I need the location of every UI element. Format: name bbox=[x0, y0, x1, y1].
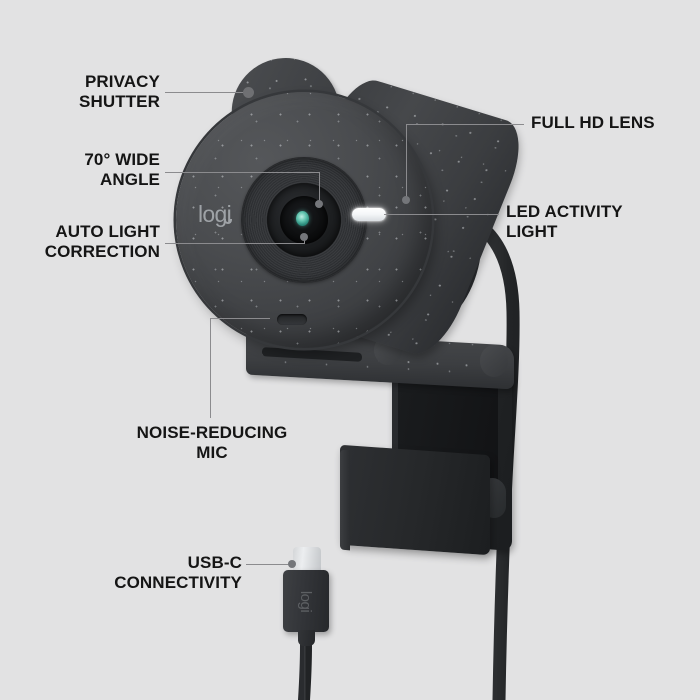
leader-dot-usb-c bbox=[288, 560, 296, 568]
leader-line-led-activity bbox=[384, 214, 499, 216]
usb-c-metal-tip bbox=[293, 547, 321, 573]
callout-usb-c-connectivity: USB-C CONNECTIVITY bbox=[114, 553, 242, 593]
mount-clip-foot bbox=[340, 444, 490, 556]
leader-line-usb-c bbox=[246, 564, 294, 566]
mount-clip-foot-edge bbox=[340, 449, 350, 551]
microphone-slot bbox=[277, 314, 307, 325]
mount-clip-hinge-right bbox=[480, 345, 508, 377]
callout-privacy-shutter: PRIVACY SHUTTER bbox=[79, 72, 160, 112]
leader-line-auto-light bbox=[165, 243, 305, 245]
leader-line-full-hd-lens-vertical bbox=[406, 124, 408, 199]
leader-dot-full-hd-lens bbox=[402, 196, 410, 204]
callout-auto-light-correction: AUTO LIGHT CORRECTION bbox=[44, 222, 160, 262]
leader-dot-privacy-shutter bbox=[243, 87, 254, 98]
led-activity-light bbox=[352, 208, 386, 221]
logi-smile-mark bbox=[223, 218, 232, 224]
leader-line-wide-angle-vertical bbox=[319, 172, 321, 204]
callout-led-activity-light: LED ACTIVITY LIGHT bbox=[506, 202, 623, 242]
leader-line-privacy-shutter bbox=[165, 92, 250, 94]
lens-glint bbox=[296, 211, 309, 226]
leader-dot-wide-angle bbox=[315, 200, 323, 208]
callout-wide-angle: 70° WIDE ANGLE bbox=[84, 150, 160, 190]
usb-c-strain-relief bbox=[298, 630, 315, 646]
leader-line-wide-angle bbox=[165, 172, 320, 174]
leader-line-noise-mic-horizontal bbox=[210, 318, 270, 320]
usb-c-logi-mark: logi bbox=[283, 570, 329, 632]
leader-line-full-hd-lens bbox=[406, 124, 524, 126]
usb-c-logi-text: logi bbox=[297, 590, 315, 612]
logi-wordmark: logi bbox=[198, 203, 232, 226]
leader-line-noise-mic bbox=[210, 318, 212, 418]
callout-full-hd-lens: FULL HD LENS bbox=[531, 113, 655, 132]
usb-c-connector-body bbox=[283, 570, 329, 632]
callout-noise-reducing-mic: NOISE-REDUCING MIC bbox=[136, 423, 288, 463]
leader-dot-auto-light bbox=[300, 233, 308, 241]
